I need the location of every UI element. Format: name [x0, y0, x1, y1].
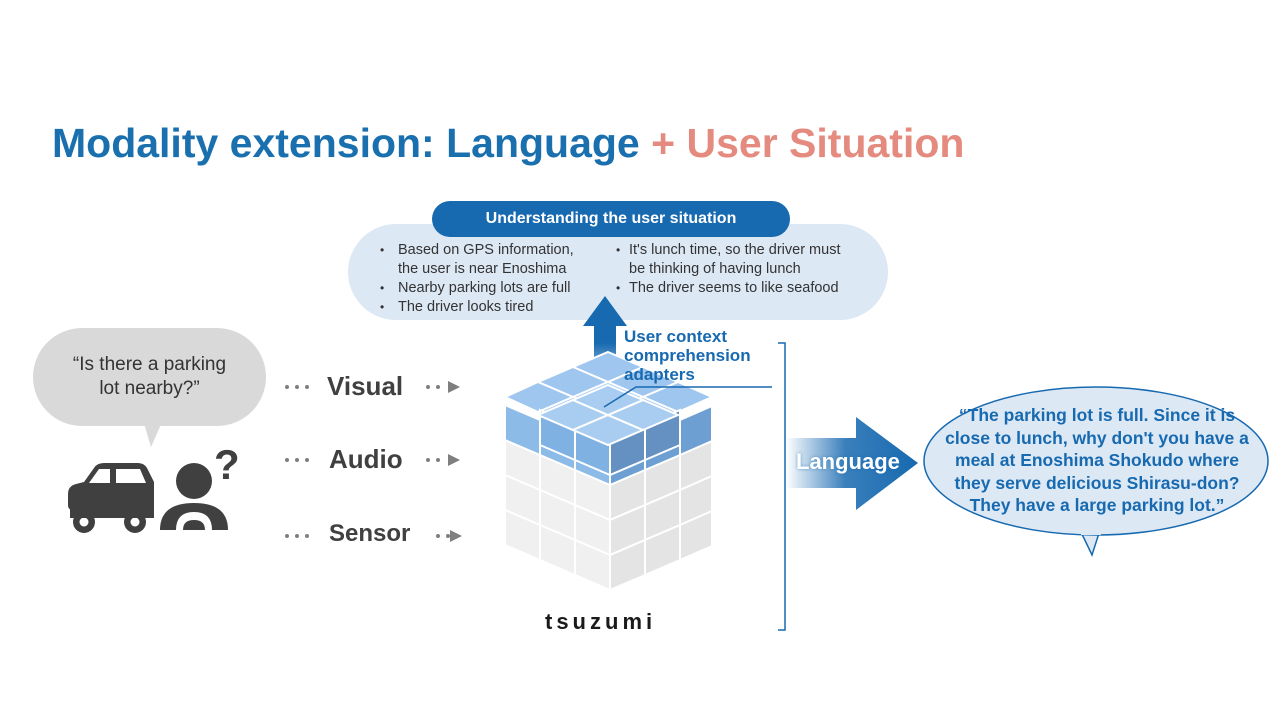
- understanding-header: Understanding the user situation: [432, 201, 790, 237]
- svg-text:?: ?: [214, 441, 240, 488]
- bubble-tail: [143, 420, 163, 447]
- output-language-label: Language: [796, 449, 900, 474]
- modality-visual: Visual: [327, 371, 404, 401]
- bracket: [778, 342, 786, 631]
- adapter-callout-line: [603, 386, 772, 408]
- car-icon: [68, 463, 154, 533]
- modality-sensor: Sensor: [329, 520, 411, 547]
- adapter-label: User context comprehension adapters: [624, 327, 751, 384]
- page-title: Modality extension: Language + User Situ…: [52, 120, 964, 167]
- brand-logo: tsuzumi: [545, 609, 657, 634]
- user-speech-bubble: “Is there a parking lot nearby?”: [33, 328, 266, 426]
- understanding-left-list: Based on GPS information, the user is ne…: [378, 241, 608, 317]
- reply-speech-bubble: [923, 386, 1269, 558]
- list-item: The driver seems to like seafood: [616, 279, 876, 298]
- modality-audio: Audio: [329, 444, 403, 474]
- person-question-icon: ?: [160, 441, 240, 530]
- reply-text: “The parking lot is full. Since it is cl…: [945, 405, 1249, 515]
- understanding-right-list: It's lunch time, so the driver must be t…: [616, 241, 876, 298]
- user-query-line: “Is there a parking: [72, 354, 227, 375]
- list-item: It's lunch time, so the driver must be t…: [616, 241, 876, 279]
- title-plus: +: [651, 120, 676, 166]
- list-item: Based on GPS information, the user is ne…: [378, 241, 608, 279]
- list-item: Nearby parking lots are full: [378, 279, 608, 298]
- title-main: Modality extension: Language: [52, 120, 640, 166]
- list-item: The driver looks tired: [378, 298, 608, 317]
- right-arrow-icon: [786, 417, 918, 510]
- title-accent: User Situation: [686, 120, 965, 166]
- cube-icon: [502, 350, 715, 592]
- user-query-line: lot nearby?”: [99, 378, 200, 399]
- modality-arrows: [285, 381, 462, 542]
